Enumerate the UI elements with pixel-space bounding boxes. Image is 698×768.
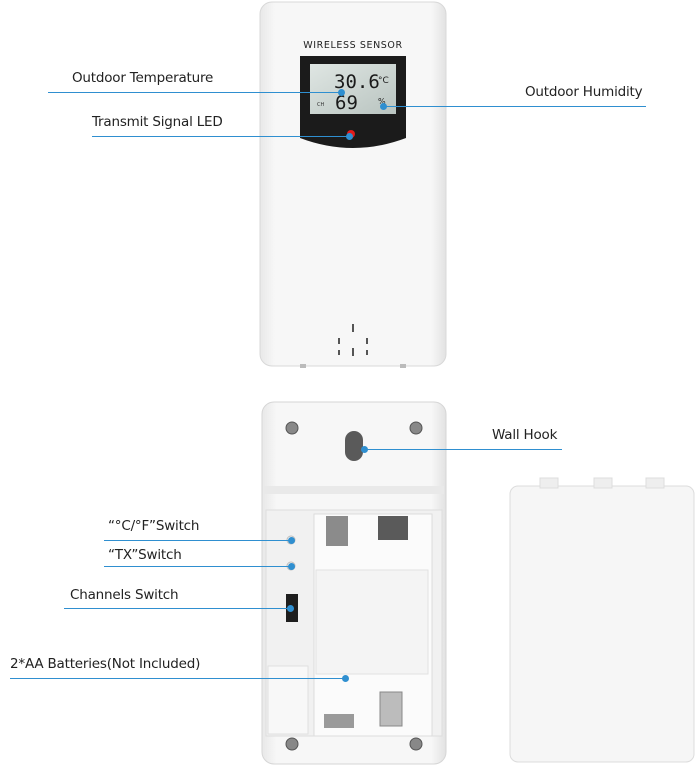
callout-outdoor-humidity: Outdoor Humidity (525, 84, 643, 100)
callout-transmit-led: Transmit Signal LED (92, 114, 223, 130)
callout-line-tx (104, 566, 292, 567)
sensor-front: WIRELESS SENSOR 30.6 °C CH 69 % (259, 1, 447, 368)
callout-line-batteries (10, 678, 346, 679)
lcd-temperature: 30.6 (334, 71, 380, 93)
device-brand-label: WIRELESS SENSOR (303, 40, 402, 51)
battery-cover (509, 477, 695, 763)
callout-cf-switch: “°C/°F”Switch (108, 518, 200, 534)
callout-dot-humidity (380, 103, 387, 110)
callout-batteries: 2*AA Batteries(Not Included) (10, 656, 201, 672)
callout-line-channels (64, 608, 290, 609)
callout-dot-hook (361, 446, 368, 453)
callout-tx-switch: “TX”Switch (108, 547, 182, 563)
callout-line-led (92, 136, 348, 137)
callout-line-cf (104, 540, 292, 541)
callout-channels-switch: Channels Switch (70, 587, 179, 603)
callout-dot-led (346, 133, 353, 140)
lcd-humidity: 69 (335, 92, 358, 114)
vent-holes (338, 324, 368, 356)
lcd-channel: CH (317, 102, 324, 108)
callout-line-temperature (48, 92, 340, 93)
callout-dot-batteries (342, 675, 349, 682)
callout-outdoor-temperature: Outdoor Temperature (72, 70, 214, 86)
callout-dot-tx (288, 563, 295, 570)
callout-wall-hook: Wall Hook (492, 427, 558, 443)
callout-line-humidity (384, 106, 646, 107)
callout-dot-cf (288, 537, 295, 544)
callout-dot-temperature (338, 89, 345, 96)
lcd-humidity-unit: % (378, 97, 386, 106)
sensor-back (261, 401, 447, 765)
callout-dot-channels (287, 605, 294, 612)
lcd-temp-unit: °C (378, 76, 389, 86)
wall-hook-icon (345, 431, 363, 461)
callout-line-hook (364, 449, 562, 450)
